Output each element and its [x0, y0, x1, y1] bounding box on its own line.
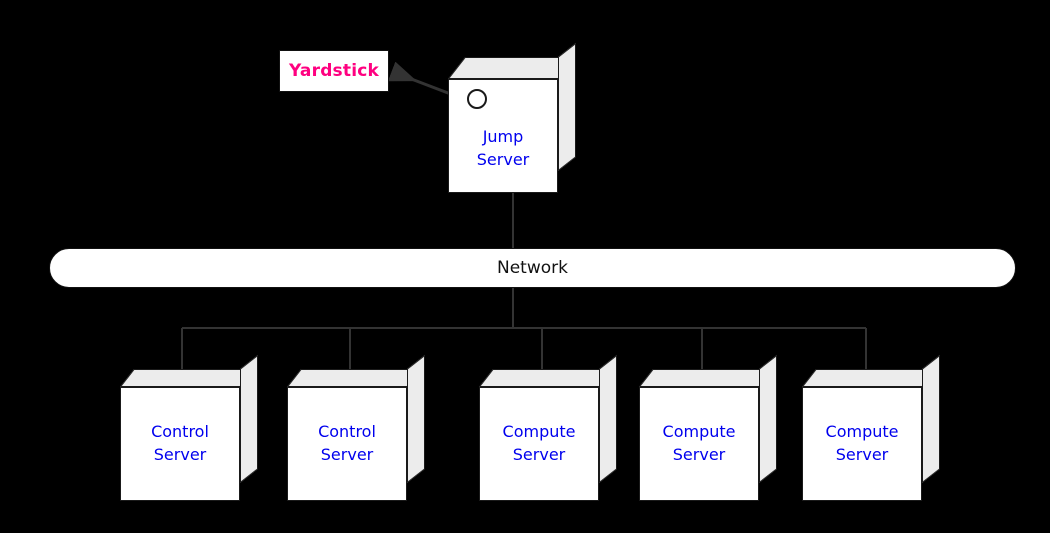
- compute-server-3-top-bevel: [802, 369, 937, 387]
- control-server-2-label: Control Server: [318, 422, 376, 464]
- node-jump-server[interactable]: Jump Server: [448, 42, 576, 193]
- control-server-2-top-bevel: [287, 369, 422, 387]
- compute-server-2-side-bevel: [759, 354, 777, 483]
- control-server-1-face: Control Server: [120, 387, 240, 501]
- control-server-1-label: Control Server: [151, 422, 209, 464]
- control-server-1-top-bevel: [120, 369, 255, 387]
- control-server-2-side-bevel: [407, 354, 425, 483]
- jump-server-top-bevel: [448, 57, 576, 79]
- compute-server-2-top-bevel: [639, 369, 774, 387]
- network-label: Network: [497, 258, 568, 278]
- node-compute-server-3[interactable]: Compute Server: [802, 354, 940, 501]
- network-bus[interactable]: Network: [49, 248, 1016, 288]
- jump-server-label: Jump Server: [476, 127, 530, 169]
- compute-server-1-top-bevel: [479, 369, 614, 387]
- compute-server-1-side-bevel: [599, 354, 617, 483]
- control-server-1-side-bevel: [240, 354, 258, 483]
- yardstick-label: Yardstick: [288, 61, 380, 81]
- compute-server-3-label: Compute Server: [825, 422, 899, 464]
- compute-server-1-label: Compute Server: [502, 422, 576, 464]
- jump-server-interface-circle-icon[interactable]: [467, 89, 487, 109]
- compute-server-2-face: Compute Server: [639, 387, 759, 501]
- node-compute-server-1[interactable]: Compute Server: [479, 354, 617, 501]
- node-control-server-2[interactable]: Control Server: [287, 354, 425, 501]
- node-compute-server-2[interactable]: Compute Server: [639, 354, 777, 501]
- node-control-server-1[interactable]: Control Server: [120, 354, 258, 501]
- control-server-2-face: Control Server: [287, 387, 407, 501]
- compute-server-3-side-bevel: [922, 354, 940, 483]
- compute-server-2-label: Compute Server: [662, 422, 736, 464]
- compute-server-1-face: Compute Server: [479, 387, 599, 501]
- compute-server-3-face: Compute Server: [802, 387, 922, 501]
- yardstick-label-box[interactable]: Yardstick: [279, 50, 389, 92]
- jump-server-side-bevel: [558, 42, 576, 171]
- jump-server-face: Jump Server: [448, 79, 558, 193]
